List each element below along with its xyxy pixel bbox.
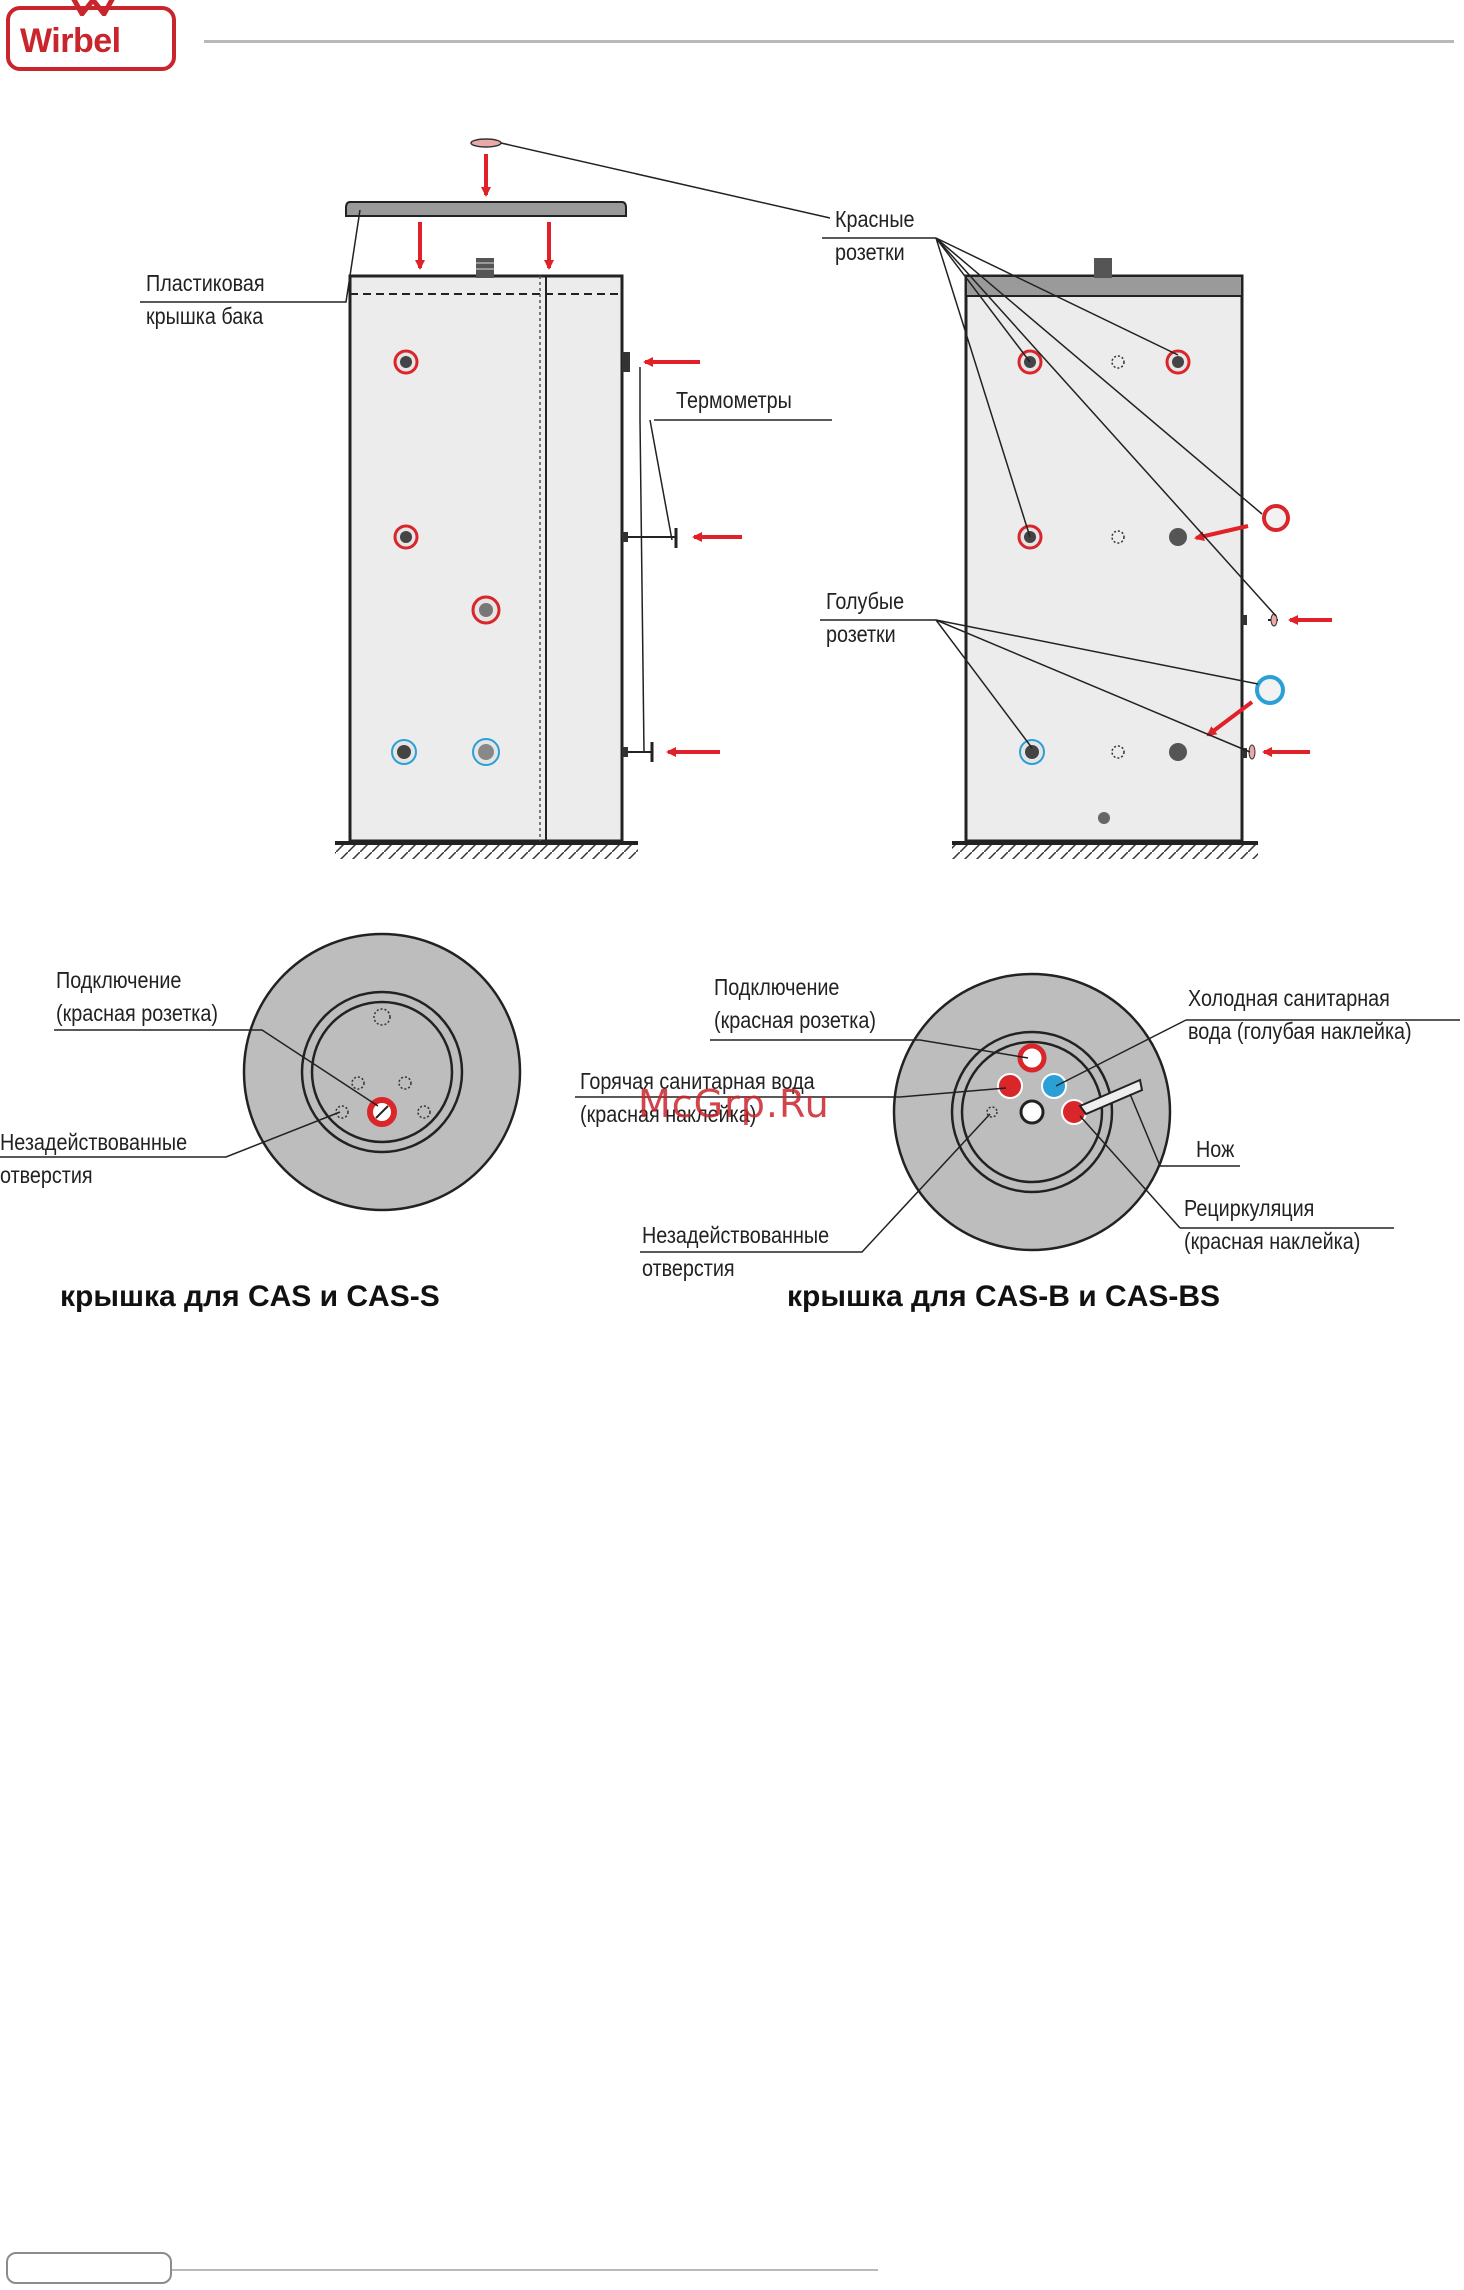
logo-w-mark	[71, 0, 115, 16]
label-hot-water-2: (красная наклейка)	[580, 1101, 757, 1127]
right-tank	[952, 258, 1332, 859]
page-number-box	[6, 2252, 172, 2284]
label-red-sockets-1: Красные	[835, 206, 915, 232]
label-cold-water-2: вода (голубая наклейка)	[1188, 1018, 1412, 1044]
logo-text: Wirbel	[20, 22, 121, 60]
label-left-unused-1: Незадействованные	[0, 1129, 188, 1155]
left-tank	[335, 258, 638, 859]
label-plastic-lid-2: крышка бака	[146, 303, 264, 329]
label-red-sockets-2: розетки	[835, 239, 905, 265]
label-right-connection-1: Подключение	[714, 974, 840, 1000]
label-blue-sockets-2: розетки	[826, 621, 896, 647]
label-cold-water-1: Холодная санитарная	[1188, 985, 1390, 1011]
label-recirculation-1: Рециркуляция	[1184, 1195, 1315, 1221]
left-lid	[345, 138, 627, 270]
knife-shape	[1078, 1078, 1144, 1116]
label-left-unused-2: отверстия	[0, 1162, 93, 1188]
wirbel-logo: Wirbel	[6, 0, 176, 71]
caption-left-lid: крышка для CAS и CAS-S	[60, 1280, 440, 1313]
thermometers	[628, 357, 742, 762]
right-lid-top-view	[892, 972, 1172, 1252]
label-plastic-lid-1: Пластиковая	[146, 270, 265, 296]
left-tank-ports	[391, 349, 501, 766]
label-recirculation-2: (красная наклейка)	[1184, 1228, 1361, 1254]
label-left-connection-2: (красная розетка)	[56, 1000, 218, 1026]
right-lid-leaders	[575, 1019, 1460, 1253]
label-hot-water-1: Горячая санитарная вода	[580, 1068, 815, 1094]
label-left-connection-1: Подключение	[56, 967, 182, 993]
right-tank-ports	[1017, 349, 1191, 824]
footer-rule	[172, 2269, 878, 2271]
caption-right-lid: крышка для CAS-B и CAS-BS	[787, 1280, 1221, 1313]
watermark: McGrp.Ru	[638, 1082, 830, 1126]
label-thermometers: Термометры	[676, 387, 792, 413]
label-knife: Нож	[1196, 1136, 1235, 1162]
leader-lines	[140, 142, 1277, 753]
left-lid-top-view	[242, 932, 522, 1212]
label-right-connection-2: (красная розетка)	[714, 1007, 876, 1033]
label-right-unused-2: отверстия	[642, 1255, 735, 1281]
left-lid-leaders	[0, 1029, 379, 1158]
header-rule	[204, 40, 1454, 43]
installation-diagram	[0, 138, 1460, 1253]
label-blue-sockets-1: Голубые	[826, 588, 905, 614]
label-right-unused-1: Незадействованные	[642, 1222, 830, 1248]
